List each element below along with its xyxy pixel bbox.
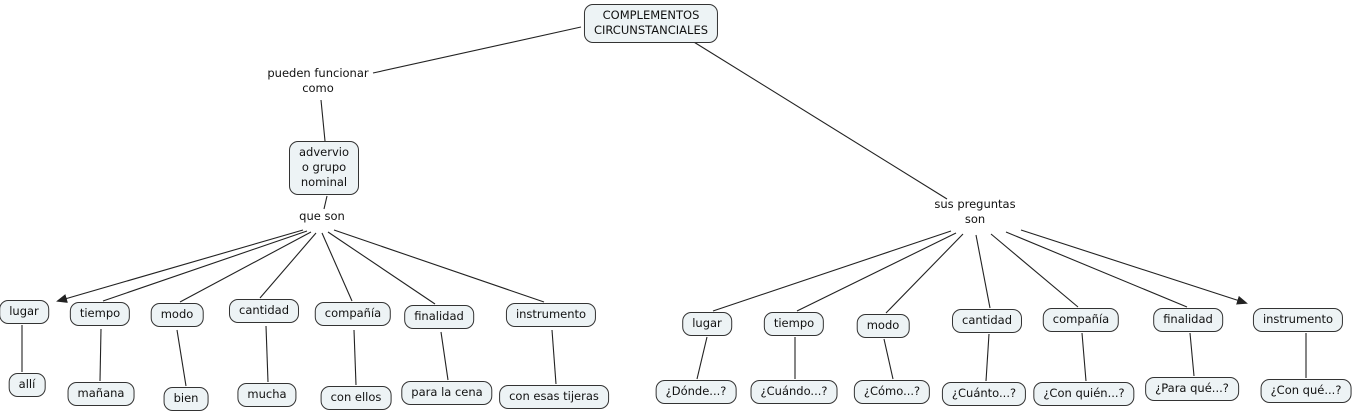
concept-node-right-tiempo[interactable]: tiempo	[763, 312, 825, 336]
concept-node-root[interactable]: COMPLEMENTOS CIRCUNSTANCIALES	[583, 4, 719, 43]
concept-node-question-cuando[interactable]: ¿Cuándo...?	[750, 380, 838, 404]
concept-node-example-alli[interactable]: allí	[8, 373, 46, 397]
concept-node-example-con-ellos[interactable]: con ellos	[320, 386, 392, 410]
concept-node-example-para-la-cena[interactable]: para la cena	[401, 381, 493, 405]
right-fan-connectors	[712, 229, 1248, 314]
concept-node-left-lugar[interactable]: lugar	[0, 300, 49, 324]
right-question-connectors	[696, 332, 1307, 382]
left-fan-connectors	[56, 229, 545, 305]
concept-node-left-finalidad[interactable]: finalidad	[404, 305, 474, 329]
concept-node-example-manana[interactable]: mañana	[67, 382, 135, 406]
concept-node-right-compania[interactable]: compañía	[1042, 308, 1120, 332]
concept-node-left-tiempo[interactable]: tiempo	[69, 302, 131, 326]
concept-node-adverbio-grupo-nominal[interactable]: advervio o grupo nominal	[289, 141, 359, 195]
concept-node-right-lugar[interactable]: lugar	[682, 312, 732, 336]
concept-node-right-modo[interactable]: modo	[856, 314, 910, 338]
concept-node-question-con-quien[interactable]: ¿Con quién...?	[1033, 382, 1135, 406]
concept-node-left-instrumento[interactable]: instrumento	[505, 303, 597, 327]
concept-node-question-con-que[interactable]: ¿Con qué...?	[1260, 379, 1352, 403]
concept-node-right-cantidad[interactable]: cantidad	[951, 309, 1023, 333]
concept-node-question-donde[interactable]: ¿Dónde...?	[655, 380, 737, 404]
left-example-connectors	[21, 325, 557, 387]
concept-node-left-compania[interactable]: compañía	[314, 302, 392, 326]
link-phrase-que-son[interactable]: que son	[299, 209, 345, 223]
concept-node-right-finalidad[interactable]: finalidad	[1153, 308, 1223, 332]
concept-node-example-con-esas-tijeras[interactable]: con esas tijeras	[499, 385, 609, 409]
link-phrase-pueden-funcionar-como[interactable]: pueden funcionar como	[267, 66, 369, 95]
concept-node-question-cuanto[interactable]: ¿Cuánto...?	[941, 382, 1027, 406]
concept-node-example-bien[interactable]: bien	[163, 387, 209, 411]
concept-node-question-para-que[interactable]: ¿Para qué...?	[1145, 377, 1239, 401]
concept-node-left-cantidad[interactable]: cantidad	[228, 299, 300, 323]
concept-node-left-modo[interactable]: modo	[150, 303, 204, 327]
concept-node-right-instrumento[interactable]: instrumento	[1252, 308, 1344, 332]
concept-node-question-como[interactable]: ¿Cómo...?	[853, 380, 931, 404]
concept-node-example-mucha[interactable]: mucha	[237, 383, 297, 407]
link-phrase-sus-preguntas-son[interactable]: sus preguntas son	[934, 197, 1016, 226]
root-connectors	[320, 26, 948, 210]
